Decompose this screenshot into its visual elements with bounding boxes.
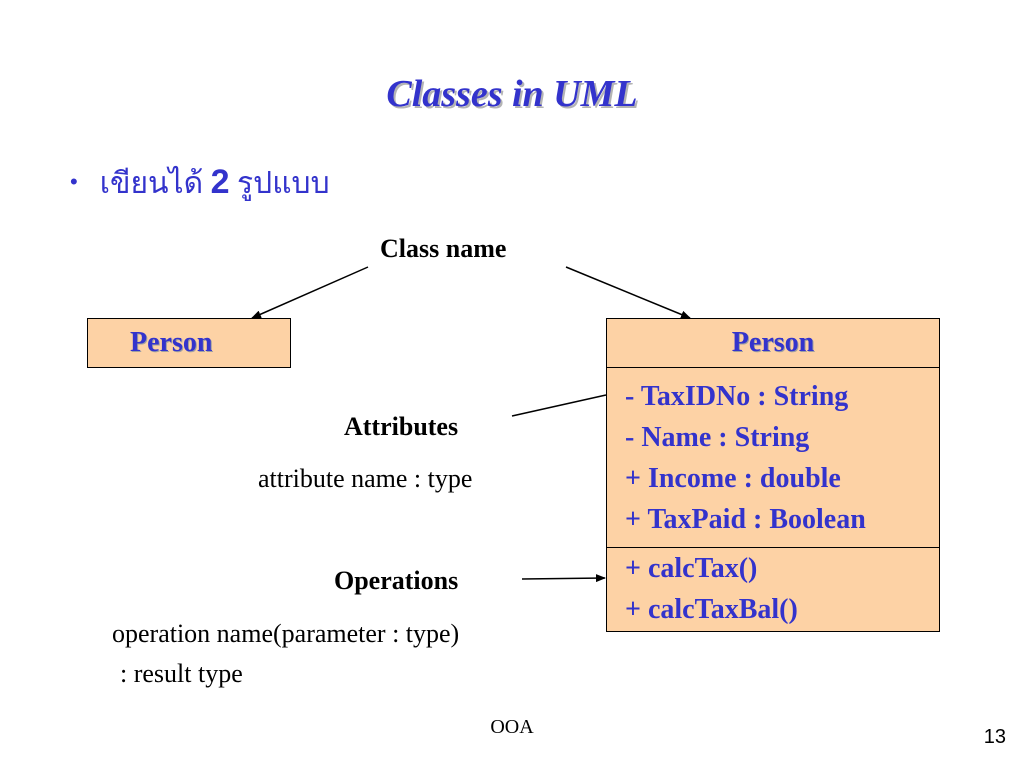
bullet-text-after: รูปแบบ xyxy=(237,167,330,200)
attributes-connector-line xyxy=(511,394,607,417)
class-name-arrow-left xyxy=(251,266,369,319)
operation-item: + calcTaxBal() xyxy=(625,594,798,625)
operations-section: + calcTax() + calcTaxBal() xyxy=(607,548,939,630)
operation-format-line1: operation name(parameter : type) xyxy=(112,619,460,648)
bullet-point: • เขียนได้ 2 รูปแบบ xyxy=(70,160,330,207)
footer-text: OOA xyxy=(490,716,534,738)
attribute-item: - TaxIDNo : String xyxy=(625,381,849,412)
detailed-class-name: Person xyxy=(731,327,815,358)
attributes-label: Attributes xyxy=(344,412,459,441)
class-name-section: Person xyxy=(607,319,939,368)
bullet-number: 2 xyxy=(210,163,230,201)
bullet-text-before: เขียนได้ xyxy=(99,167,204,200)
attribute-item: - Name : String xyxy=(625,422,810,453)
simple-class-name: Person xyxy=(130,327,213,358)
attribute-item: + Income : double xyxy=(625,463,841,494)
bullet-icon: • xyxy=(70,169,78,194)
attribute-item: + TaxPaid : Boolean xyxy=(625,504,866,535)
attributes-section: - TaxIDNo : String - Name : String + Inc… xyxy=(607,368,939,548)
page-number: 13 xyxy=(983,726,1006,748)
simple-class-box: Person xyxy=(87,318,291,368)
detailed-class-box: Person - TaxIDNo : String - Name : Strin… xyxy=(606,318,940,632)
class-name-label: Class name xyxy=(380,234,507,263)
operation-item: + calcTax() xyxy=(625,553,758,584)
operations-arrow xyxy=(521,574,606,583)
class-name-arrow-right xyxy=(565,266,691,319)
operation-format-line2: : result type xyxy=(120,659,243,688)
slide-title: Classes in UML xyxy=(386,73,638,115)
attribute-format-text: attribute name : type xyxy=(258,464,473,493)
operations-label: Operations xyxy=(334,566,459,595)
